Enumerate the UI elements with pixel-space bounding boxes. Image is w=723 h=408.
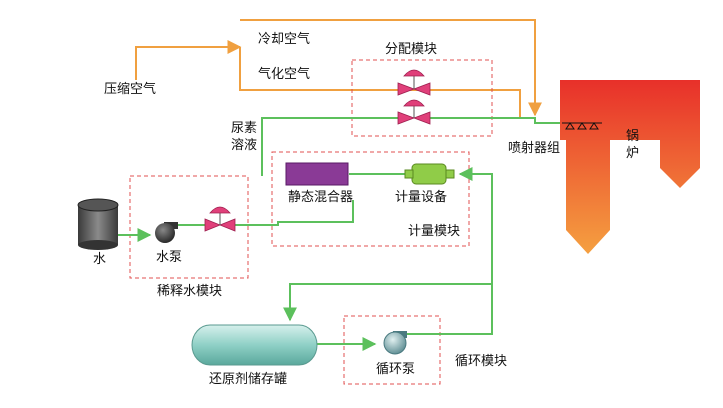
metering-device-icon: [404, 163, 455, 185]
injector-group-label: 喷射器组: [508, 141, 561, 156]
urea-solution-label: 尿素 溶液: [231, 120, 261, 154]
cooling-air-label: 冷却空气: [258, 32, 311, 47]
metering-module-box: [271, 151, 470, 247]
static-mixer-label: 静态混合器: [288, 190, 354, 205]
valve-icon: [397, 99, 431, 125]
metering-module-label: 计量模块: [408, 224, 461, 239]
water-label: 水: [93, 252, 107, 267]
circulation-module-box: [343, 315, 441, 385]
liquid-lines: [118, 117, 560, 351]
valve-icons: [204, 69, 431, 232]
metering-device-label: 计量设备: [395, 190, 448, 205]
urea-solution-line1: 尿素: [231, 121, 258, 136]
dilution-water-module-box: [129, 175, 249, 279]
static-mixer-icon: [285, 162, 349, 186]
vaporizing-air-label: 气化空气: [258, 67, 311, 82]
water-pump-icon: [155, 222, 178, 243]
boiler-label: 锅 炉: [626, 128, 642, 162]
water-tank-icon: [77, 198, 119, 250]
boiler-line1: 锅: [626, 129, 640, 144]
valve-icon: [204, 206, 236, 232]
reductant-tank-icon: [191, 324, 318, 366]
water-pump-label: 水泵: [156, 250, 183, 265]
distribution-module-label: 分配模块: [385, 42, 438, 57]
air-lines: [135, 19, 542, 117]
compressed-air-label: 压缩空气: [104, 82, 157, 97]
distribution-module-box: [351, 59, 493, 137]
boiler-shape: [560, 80, 700, 254]
module-boxes: [129, 59, 493, 385]
injector-icon: [562, 122, 602, 130]
circulation-module-label: 循环模块: [455, 354, 508, 369]
urea-solution-line2: 溶液: [231, 138, 258, 153]
valve-icon: [397, 69, 431, 96]
circulation-pump-icon: [383, 331, 407, 355]
boiler-line2: 炉: [626, 146, 640, 161]
circulation-pump-label: 循环泵: [376, 362, 416, 377]
reductant-tank-label: 还原剂储存罐: [209, 372, 288, 387]
dilution-water-module-label: 稀释水模块: [157, 284, 223, 299]
